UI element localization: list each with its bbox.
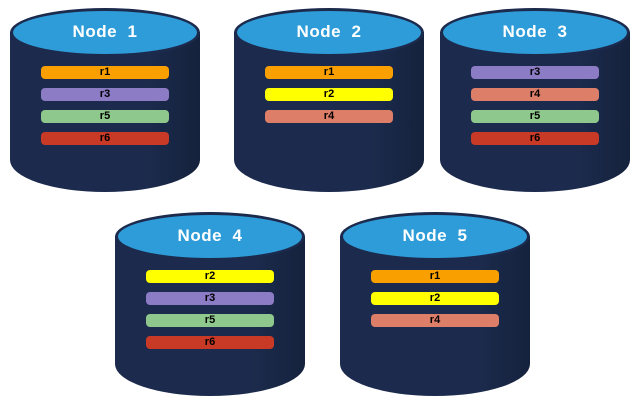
replica-bar: r5 bbox=[146, 314, 274, 327]
replica-label: r3 bbox=[99, 88, 111, 100]
replica-bar: r5 bbox=[41, 110, 169, 123]
replica-bar: r4 bbox=[371, 314, 499, 327]
database-node: Node 5 r1 r2 r4 bbox=[340, 212, 530, 396]
replica-label: r4 bbox=[323, 110, 335, 122]
replica-bar: r3 bbox=[471, 66, 599, 79]
replica-label: r3 bbox=[204, 292, 216, 304]
replica-label: r6 bbox=[99, 132, 111, 144]
node-title: Node 1 bbox=[72, 21, 138, 41]
replica-label: r5 bbox=[99, 110, 111, 122]
database-node: Node 4 r2 r3 r5 r6 bbox=[115, 212, 305, 396]
replica-bar: r6 bbox=[471, 132, 599, 145]
cylinder-top-icon: Node 2 bbox=[234, 8, 424, 57]
cylinder-top-icon: Node 5 bbox=[340, 212, 530, 261]
replica-label: r6 bbox=[204, 336, 216, 348]
replica-label: r4 bbox=[429, 314, 441, 326]
replica-label: r2 bbox=[429, 292, 441, 304]
node-title: Node 3 bbox=[502, 21, 568, 41]
replica-bar: r4 bbox=[471, 88, 599, 101]
database-node: Node 3 r3 r4 r5 r6 bbox=[440, 8, 630, 192]
node-title: Node 5 bbox=[402, 225, 468, 245]
replica-label: r6 bbox=[529, 132, 541, 144]
replica-label: r1 bbox=[323, 66, 335, 78]
replica-bar: r1 bbox=[265, 66, 393, 79]
replica-bar: r1 bbox=[371, 270, 499, 283]
replica-list: r2 r3 r5 r6 bbox=[146, 270, 274, 349]
replica-bar: r4 bbox=[265, 110, 393, 123]
replica-list: r1 r3 r5 r6 bbox=[41, 66, 169, 145]
cylinder-top-icon: Node 1 bbox=[10, 8, 200, 57]
replica-bar: r6 bbox=[41, 132, 169, 145]
database-node: Node 2 r1 r2 r4 bbox=[234, 8, 424, 192]
replica-label: r5 bbox=[529, 110, 541, 122]
replica-list: r1 r2 r4 bbox=[371, 270, 499, 327]
replica-list: r3 r4 r5 r6 bbox=[471, 66, 599, 145]
replica-bar: r6 bbox=[146, 336, 274, 349]
replica-bar: r2 bbox=[265, 88, 393, 101]
replica-label: r5 bbox=[204, 314, 216, 326]
replica-label: r2 bbox=[323, 88, 335, 100]
cylinder-top-icon: Node 4 bbox=[115, 212, 305, 261]
replica-label: r2 bbox=[204, 270, 216, 282]
replica-bar: r3 bbox=[146, 292, 274, 305]
cylinder-top-icon: Node 3 bbox=[440, 8, 630, 57]
replica-label: r4 bbox=[529, 88, 541, 100]
replica-bar: r2 bbox=[146, 270, 274, 283]
replica-list: r1 r2 r4 bbox=[265, 66, 393, 123]
replica-label: r1 bbox=[429, 270, 441, 282]
node-title: Node 4 bbox=[177, 225, 243, 245]
replica-bar: r1 bbox=[41, 66, 169, 79]
replica-bar: r5 bbox=[471, 110, 599, 123]
node-title: Node 2 bbox=[296, 21, 362, 41]
replica-label: r1 bbox=[99, 66, 111, 78]
replica-label: r3 bbox=[529, 66, 541, 78]
database-node: Node 1 r1 r3 r5 r6 bbox=[10, 8, 200, 192]
replica-bar: r3 bbox=[41, 88, 169, 101]
replica-bar: r2 bbox=[371, 292, 499, 305]
